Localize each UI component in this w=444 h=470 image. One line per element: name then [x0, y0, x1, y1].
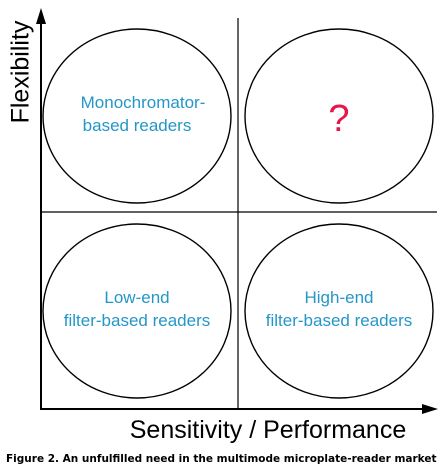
y-axis-arrowhead	[36, 8, 46, 24]
figure-caption: Figure 2. An unfulfilled need in the mul…	[6, 453, 437, 465]
x-axis-label: Sensitivity / Performance	[130, 416, 407, 444]
bottom-left-label-line1: Low-end	[104, 288, 169, 307]
top-left-label-line1: Monochromator-	[81, 93, 206, 112]
bottom-right-label-line1: High-end	[305, 288, 374, 307]
bottom-left-ellipse	[42, 223, 232, 399]
x-axis-arrowhead	[422, 404, 438, 414]
bottom-right-ellipse	[244, 223, 434, 399]
top-left-ellipse	[42, 28, 232, 204]
bottom-left-label-line2: filter-based readers	[64, 311, 210, 330]
question-mark: ?	[328, 98, 349, 140]
top-left-label-line2: based readers	[83, 116, 192, 135]
top-right-ellipse	[244, 28, 434, 204]
y-axis-label: Flexibility	[7, 20, 35, 123]
bottom-right-label-line2: filter-based readers	[266, 311, 412, 330]
